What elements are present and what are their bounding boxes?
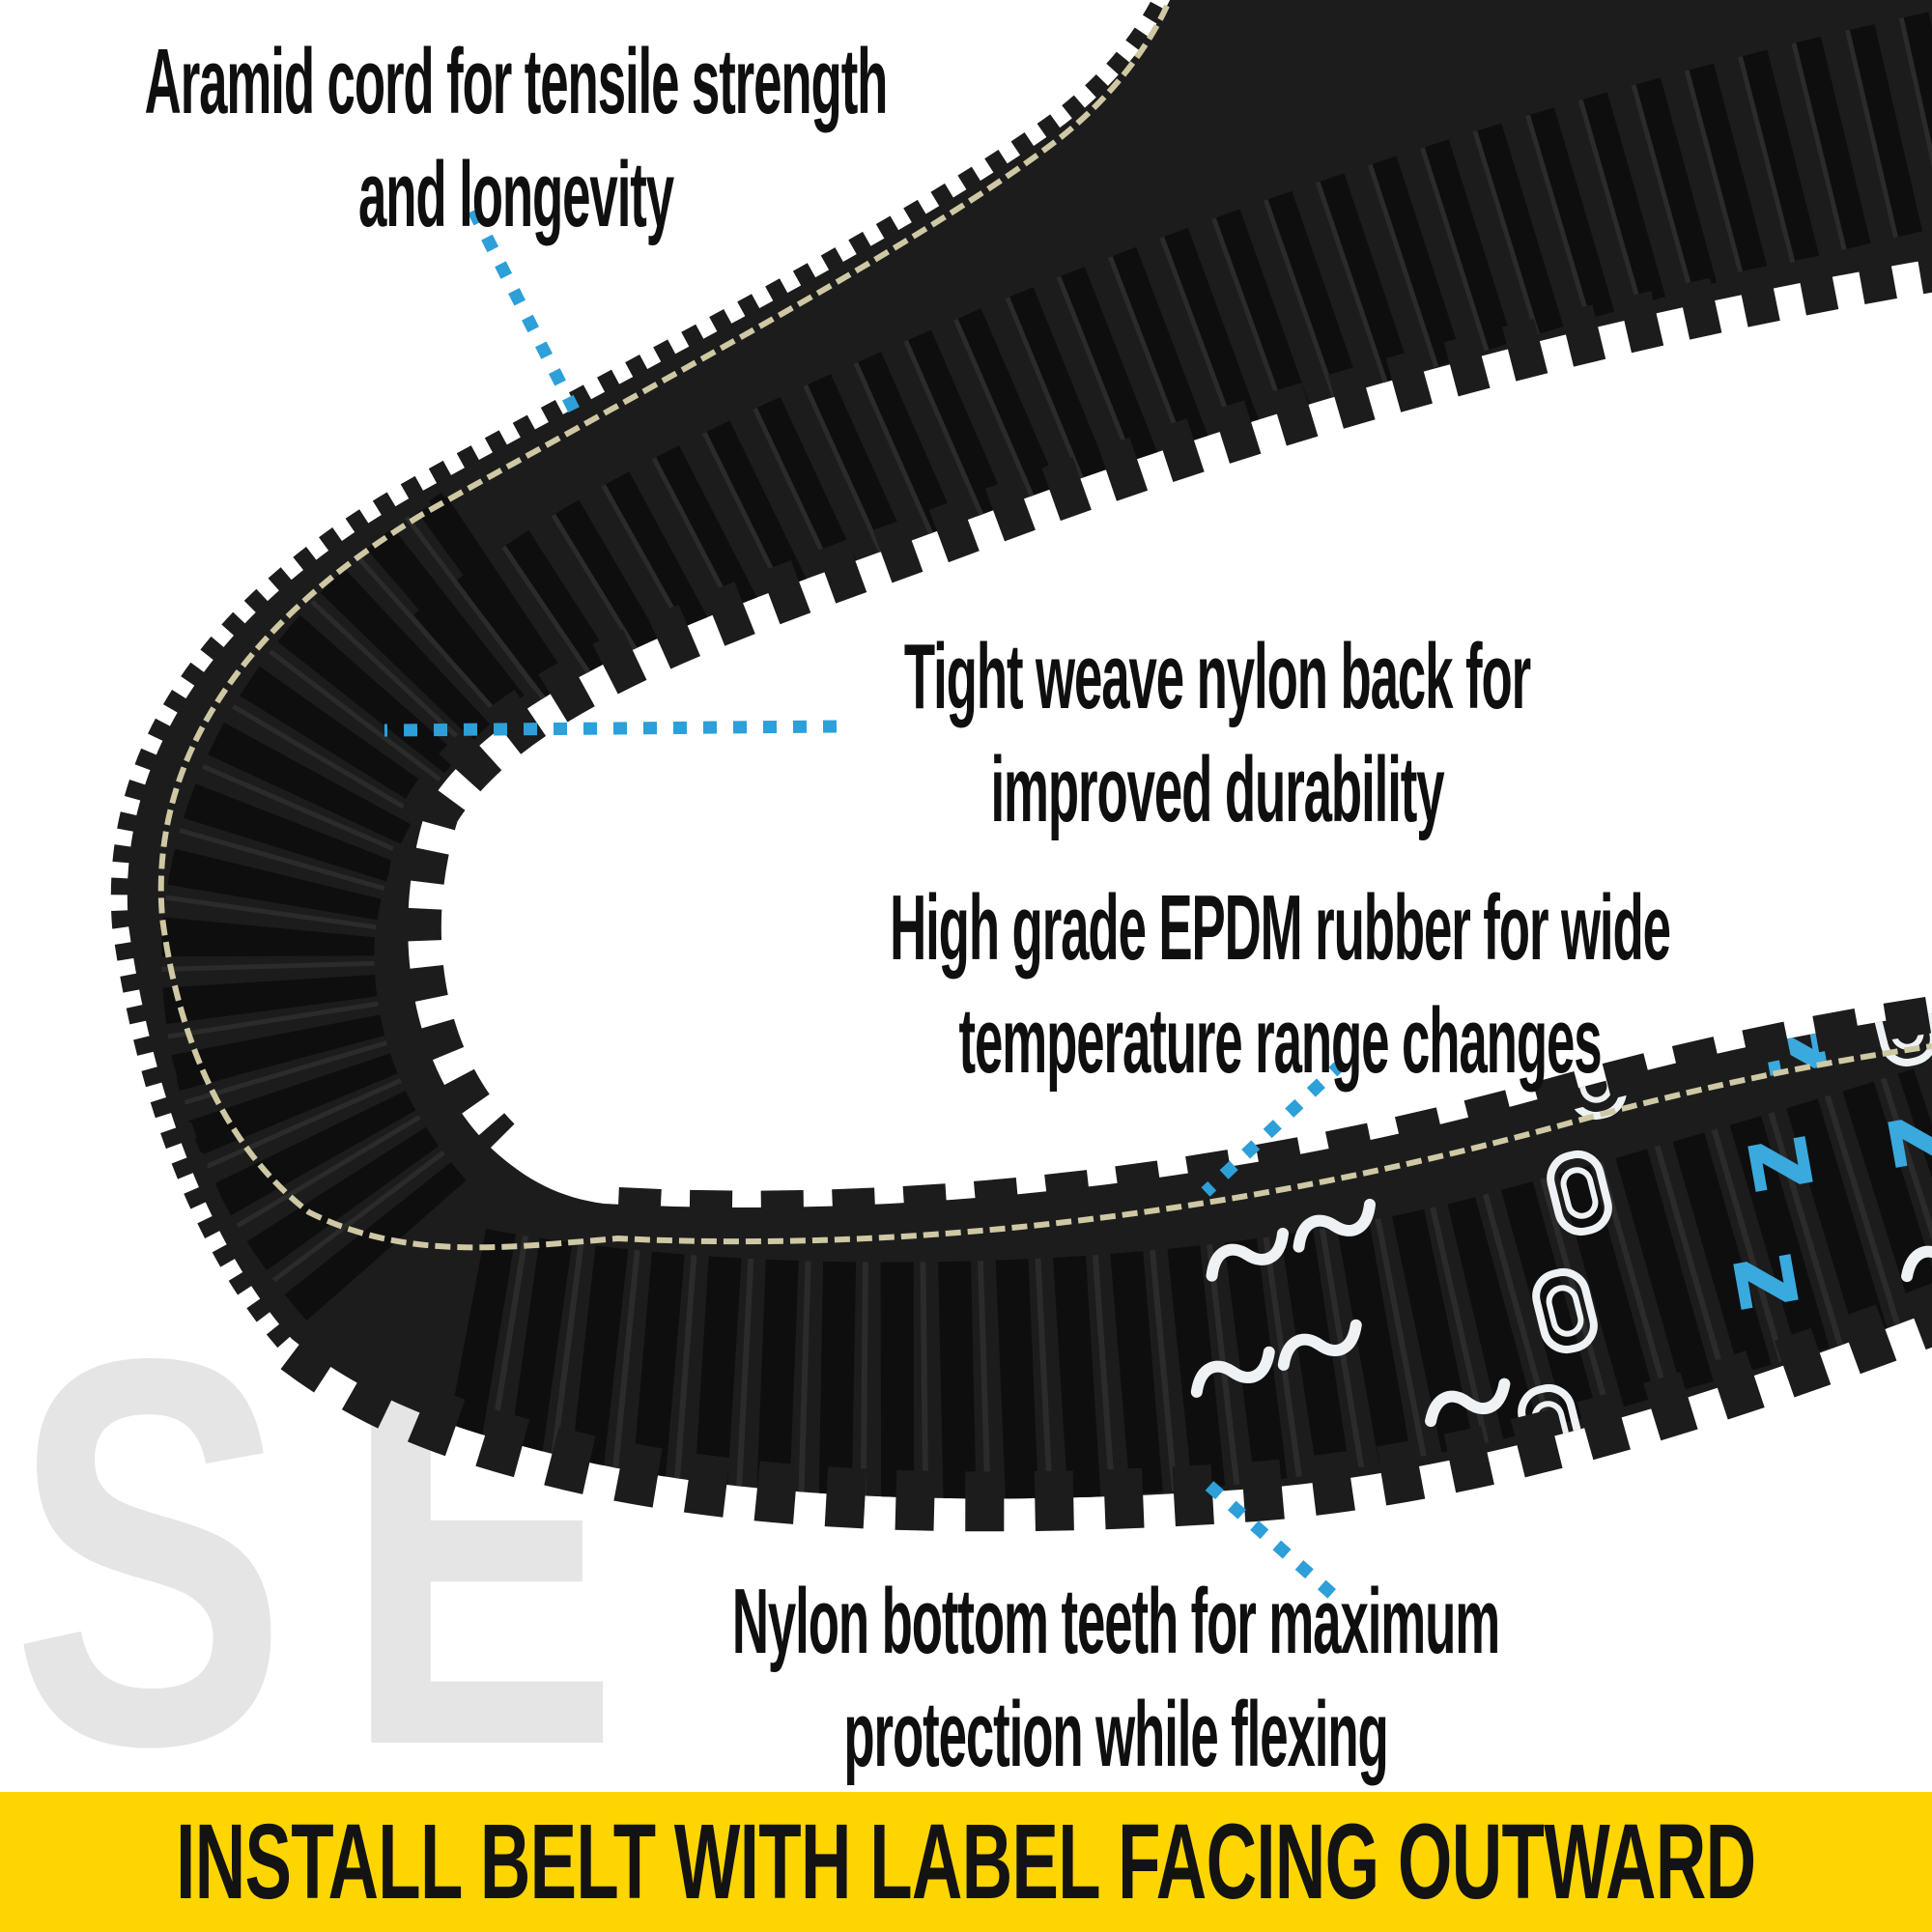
belt-rib-texture [161, 12, 1932, 1499]
callout-nylon-teeth: Nylon bottom teeth for maximum protectio… [731, 1565, 1500, 1791]
callout-epdm-rubber: High grade EPDM rubber for wide temperat… [890, 871, 1671, 1097]
callout-line: Nylon bottom teeth for maximum [731, 1570, 1500, 1673]
callout-aramid-cord: Aramid cord for tensile strength and lon… [144, 25, 889, 251]
callout-line: temperature range changes [958, 989, 1602, 1094]
belt-bottom-teeth [277, 1283, 1932, 1532]
callout-line: protection while flexing [843, 1683, 1388, 1787]
aramid-cord-line [157, 4, 1932, 1251]
callout-line: improved durability [990, 738, 1444, 842]
callout-line: Aramid cord for tensile strength [144, 30, 889, 133]
leader-line-epdm-rubber [1201, 1058, 1348, 1197]
callout-line: High grade EPDM rubber for wide [890, 876, 1671, 980]
leader-line-aramid-cord [468, 208, 582, 418]
belt-lower-cogs [616, 995, 1932, 1228]
belt-back-cogs [110, 0, 1188, 1350]
callout-line: Tight weave nylon back for [903, 625, 1531, 728]
install-banner: INSTALL BELT WITH LABEL FACING OUTWARD [0, 1792, 1932, 1932]
callout-nylon-back: Tight weave nylon back for improved dura… [903, 620, 1531, 846]
install-banner-text: INSTALL BELT WITH LABEL FACING OUTWARD [176, 1803, 1756, 1921]
leader-lines [384, 208, 1348, 1606]
callout-line: and longevity [357, 143, 674, 247]
belt-inner-teeth [384, 235, 1932, 1164]
